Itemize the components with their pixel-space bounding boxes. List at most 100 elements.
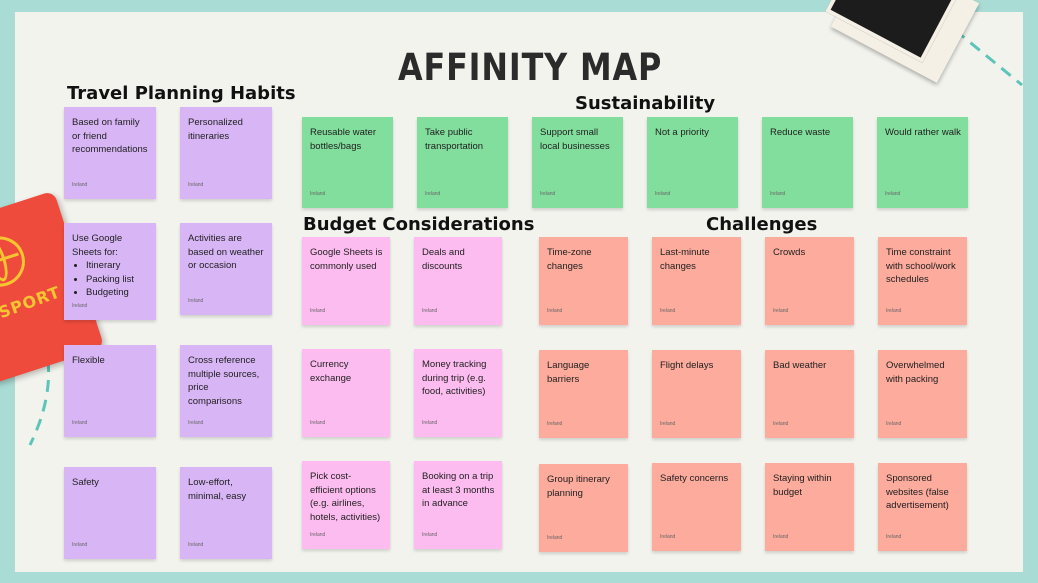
sticky-note[interactable]: Flexible Ireland xyxy=(64,345,156,437)
sticky-note[interactable]: Staying within budget Ireland xyxy=(765,463,854,551)
sticky-note[interactable]: Use Google Sheets for: Itinerary Packing… xyxy=(64,223,156,320)
sticky-note[interactable]: Sponsored websites (false advertisement)… xyxy=(878,463,967,551)
note-text: Would rather walk xyxy=(885,127,961,138)
section-title-habits: Travel Planning Habits xyxy=(67,83,296,104)
passport-label: PASSPORT xyxy=(0,282,64,335)
note-text: Not a priority xyxy=(655,127,709,138)
note-text: Overwhelmed with packing xyxy=(886,360,945,385)
note-text: Group itinerary planning xyxy=(547,474,610,499)
sticky-note[interactable]: Personalized itineraries Ireland xyxy=(180,107,272,199)
note-author: Ireland xyxy=(885,190,901,197)
note-text: Booking on a trip at least 3 months in a… xyxy=(422,471,495,509)
note-author: Ireland xyxy=(72,419,88,426)
note-text: Currency exchange xyxy=(310,359,352,384)
note-author: Ireland xyxy=(188,541,204,548)
sticky-note[interactable]: Currency exchange Ireland xyxy=(302,349,390,437)
note-author: Ireland xyxy=(72,302,88,309)
note-text: Personalized itineraries xyxy=(188,117,243,142)
note-text: Cross reference multiple sources, price … xyxy=(188,355,260,407)
sticky-note[interactable]: Money tracking during trip (e.g. food, a… xyxy=(414,349,502,437)
note-text: Reduce waste xyxy=(770,127,831,138)
sticky-note[interactable]: Pick cost-efficient options (e.g. airlin… xyxy=(302,461,390,549)
note-author: Ireland xyxy=(547,420,563,427)
note-author: Ireland xyxy=(72,181,88,188)
sticky-note[interactable]: Not a priority Ireland xyxy=(647,117,738,208)
sticky-note[interactable]: Deals and discounts Ireland xyxy=(414,237,502,325)
sticky-note[interactable]: Reusable water bottles/bags Ireland xyxy=(302,117,393,208)
note-text: Time constraint with school/work schedul… xyxy=(886,247,956,285)
note-author: Ireland xyxy=(660,307,676,314)
sticky-note[interactable]: Support small local businesses Ireland xyxy=(532,117,623,208)
note-author: Ireland xyxy=(310,307,326,314)
note-bullet: Budgeting xyxy=(86,286,149,300)
note-author: Ireland xyxy=(310,419,326,426)
note-author: Ireland xyxy=(660,420,676,427)
note-author: Ireland xyxy=(886,420,902,427)
note-author: Ireland xyxy=(188,181,204,188)
note-text: Staying within budget xyxy=(773,473,832,498)
note-text: Sponsored websites (false advertisement) xyxy=(886,473,949,511)
note-text: Crowds xyxy=(773,247,806,258)
note-author: Ireland xyxy=(188,297,204,304)
note-text: Money tracking during trip (e.g. food, a… xyxy=(422,359,487,397)
note-text: Deals and discounts xyxy=(422,247,465,272)
sticky-note[interactable]: Reduce waste Ireland xyxy=(762,117,853,208)
note-text: Use Google Sheets for: xyxy=(72,233,123,258)
sticky-note[interactable]: Overwhelmed with packing Ireland xyxy=(878,350,967,438)
section-title-challenges: Challenges xyxy=(706,214,818,235)
sticky-note[interactable]: Booking on a trip at least 3 months in a… xyxy=(414,461,502,549)
note-author: Ireland xyxy=(886,533,902,540)
note-author: Ireland xyxy=(422,531,438,538)
note-bullet: Packing list xyxy=(86,273,149,287)
note-author: Ireland xyxy=(310,190,326,197)
note-author: Ireland xyxy=(188,419,204,426)
sticky-note[interactable]: Bad weather Ireland xyxy=(765,350,854,438)
note-author: Ireland xyxy=(310,531,326,538)
note-text: Safety concerns xyxy=(660,473,729,484)
note-text: Time-zone changes xyxy=(547,247,592,272)
section-title-sustainability: Sustainability xyxy=(575,93,716,114)
sticky-note[interactable]: Google Sheets is commonly used Ireland xyxy=(302,237,390,325)
note-text: Reusable water bottles/bags xyxy=(310,127,377,152)
note-text: Based on family or friend recommendation… xyxy=(72,117,148,155)
sticky-note[interactable]: Flight delays Ireland xyxy=(652,350,741,438)
note-author: Ireland xyxy=(547,534,563,541)
note-text: Take public transportation xyxy=(425,127,484,152)
sticky-note[interactable]: Language barriers Ireland xyxy=(539,350,628,438)
section-title-budget: Budget Considerations xyxy=(303,214,535,235)
note-text: Pick cost-efficient options (e.g. airlin… xyxy=(310,471,381,523)
note-text: Flexible xyxy=(72,355,105,366)
note-author: Ireland xyxy=(425,190,441,197)
note-text: Bad weather xyxy=(773,360,827,371)
note-author: Ireland xyxy=(660,533,676,540)
note-author: Ireland xyxy=(422,307,438,314)
note-text: Google Sheets is commonly used xyxy=(310,247,383,272)
sticky-note[interactable]: Time constraint with school/work schedul… xyxy=(878,237,967,325)
sticky-note[interactable]: Low-effort, minimal, easy Ireland xyxy=(180,467,272,559)
sticky-note[interactable]: Would rather walk Ireland xyxy=(877,117,968,208)
note-author: Ireland xyxy=(540,190,556,197)
note-text: Support small local businesses xyxy=(540,127,610,152)
sticky-note[interactable]: Based on family or friend recommendation… xyxy=(64,107,156,199)
note-author: Ireland xyxy=(886,307,902,314)
note-text: Flight delays xyxy=(660,360,714,371)
sticky-note[interactable]: Crowds Ireland xyxy=(765,237,854,325)
note-author: Ireland xyxy=(773,307,789,314)
globe-icon xyxy=(0,230,32,294)
sticky-note[interactable]: Last-minute changes Ireland xyxy=(652,237,741,325)
sticky-note[interactable]: Safety Ireland xyxy=(64,467,156,559)
note-text: Low-effort, minimal, easy xyxy=(188,477,247,502)
sticky-note[interactable]: Time-zone changes Ireland xyxy=(539,237,628,325)
sticky-note[interactable]: Activities are based on weather or occas… xyxy=(180,223,272,315)
note-author: Ireland xyxy=(773,420,789,427)
note-text: Language barriers xyxy=(547,360,590,385)
sticky-note[interactable]: Safety concerns Ireland xyxy=(652,463,741,551)
note-text: Safety xyxy=(72,477,99,488)
note-text: Activities are based on weather or occas… xyxy=(188,233,264,271)
sticky-note[interactable]: Group itinerary planning Ireland xyxy=(539,464,628,552)
note-author: Ireland xyxy=(655,190,671,197)
note-author: Ireland xyxy=(547,307,563,314)
sticky-note[interactable]: Cross reference multiple sources, price … xyxy=(180,345,272,437)
sticky-note[interactable]: Take public transportation Ireland xyxy=(417,117,508,208)
